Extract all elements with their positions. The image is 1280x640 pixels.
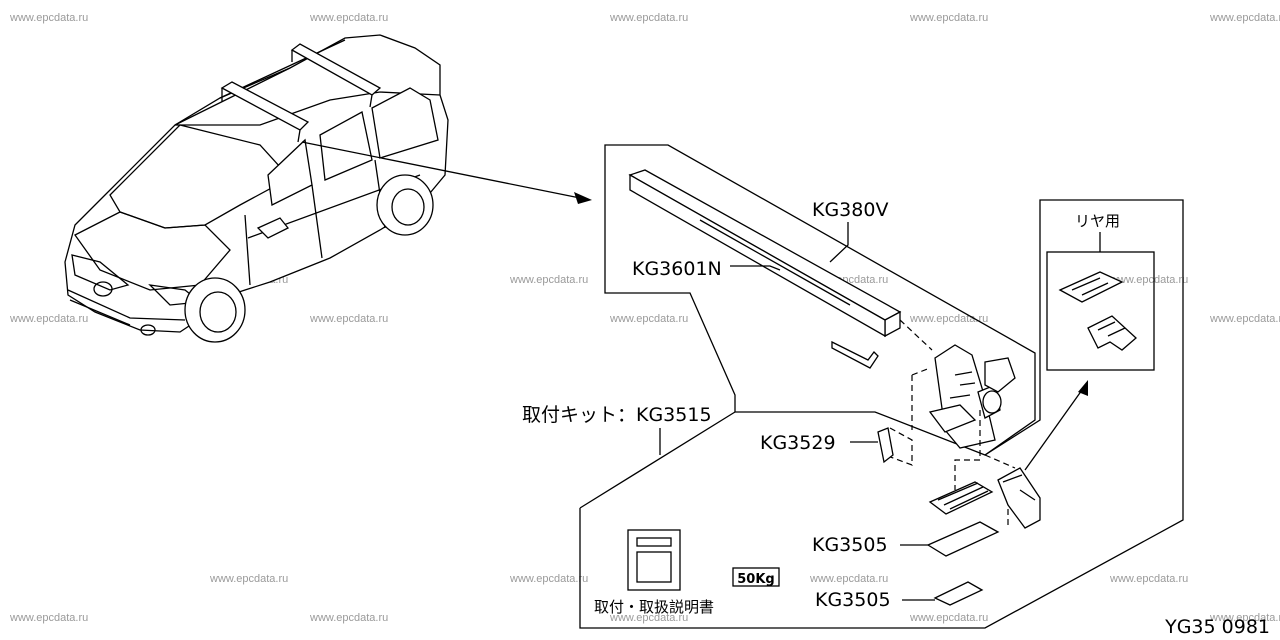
rear-use-arrowhead [1078, 380, 1088, 396]
car-emblem [93, 281, 113, 297]
watermark: www.epcdata.ru [1209, 12, 1280, 24]
car-quarter-window [371, 87, 439, 159]
part-label-kg3505-b: KG3505 [815, 589, 891, 611]
assembly-dash-kg3529 [884, 427, 913, 466]
diagram-code: YG35 0981 [1164, 616, 1270, 638]
adhesive-sheet-kg3505-a [926, 521, 1000, 557]
rubber-pad-ribs [937, 482, 989, 510]
detail-main-panel [604, 144, 1036, 456]
bracket-base-pad [928, 404, 977, 433]
kg3601n-leader [730, 265, 781, 271]
watermark: www.epcdata.ru [9, 612, 88, 624]
watermark: www.epcdata.ru [9, 313, 88, 325]
bracket-detail-line [949, 371, 976, 399]
car-bumper [67, 289, 186, 326]
car-illustration [64, 34, 449, 343]
car-rear-wheel-hub [391, 188, 425, 226]
watermark: www.epcdata.ru [1109, 573, 1188, 585]
rear-use-arrow-line [1024, 389, 1083, 471]
part-label-kg3601n: KG3601N [632, 258, 722, 280]
watermark: www.epcdata.ru [809, 573, 888, 585]
watermark: www.epcdata.ru [1109, 274, 1188, 286]
part-label-rear-use: リヤ用 [1075, 212, 1120, 230]
roof-bar-kg380v [628, 169, 902, 321]
watermark: www.epcdata.ru [909, 12, 988, 24]
watermark: www.epcdata.ru [609, 313, 688, 325]
part-label-kg3529: KG3529 [760, 432, 836, 454]
part-label-manual: 取付・取扱説明書 [594, 598, 714, 616]
watermark: www.epcdata.ru [509, 573, 588, 585]
rear-use-pad [1058, 271, 1124, 303]
rear-use-bracket [1087, 315, 1137, 351]
car-rear-wheel [376, 174, 434, 236]
leader-arrowhead [574, 192, 592, 204]
car-roof-rack-front-bar [220, 81, 310, 131]
foot-bracket-assembly [928, 344, 1016, 449]
watermark: www.epcdata.ru [509, 274, 588, 286]
roof-bar-front-face [629, 173, 886, 338]
part-label-kg3505-a: KG3505 [812, 534, 888, 556]
rear-foot-bracket [997, 467, 1041, 529]
kg380v-leader [829, 222, 849, 263]
rear-foot-detail [1002, 474, 1036, 501]
rear-use-pad-detail [1071, 277, 1109, 296]
adhesive-sheet-kg3505-b [933, 581, 984, 606]
car-roof-rack-feet [221, 50, 373, 143]
manual-booklet [627, 529, 681, 591]
load-sticker-text: 50Kg [737, 572, 774, 587]
load-sticker [732, 567, 780, 587]
watermark: www.epcdata.ru [309, 12, 388, 24]
clip-kg3529 [877, 427, 894, 464]
part-label-kg380v: KG380V [812, 199, 888, 221]
rear-use-bracket-detail [1097, 321, 1126, 337]
car-fog-light [140, 324, 156, 336]
car-door-line [244, 159, 421, 286]
rear-use-inset-panel [1046, 251, 1155, 371]
manual-cover-title [636, 537, 672, 547]
car-roof-rack-rear-bar [290, 43, 382, 96]
mount-kit-panel [579, 199, 1184, 629]
watermark: www.epcdata.ru [909, 313, 988, 325]
watermark: www.epcdata.ru [609, 612, 688, 624]
bracket-end-cap [984, 357, 1016, 393]
part-label-mount-kit: 取付キット：KG3515 [522, 404, 712, 426]
bracket-knob-cap [982, 390, 1002, 414]
hex-wrench [831, 340, 879, 369]
car-rear-side-window [319, 111, 373, 181]
assembly-dash-bar-to-bracket [899, 319, 933, 351]
watermark: www.epcdata.ru [209, 573, 288, 585]
car-hood [74, 211, 231, 291]
watermark-layer: www.epcdata.ru www.epcdata.ru www.epcdat… [9, 12, 1280, 624]
watermark: www.epcdata.ru [1209, 612, 1280, 624]
car-mirror [256, 217, 290, 239]
watermark: www.epcdata.ru [909, 612, 988, 624]
watermark: www.epcdata.ru [309, 612, 388, 624]
watermark: www.epcdata.ru [9, 12, 88, 24]
watermark: www.epcdata.ru [309, 313, 388, 325]
car-front-wheel-hub [199, 291, 237, 333]
watermark: www.epcdata.ru [609, 12, 688, 24]
manual-cover-panel [636, 551, 672, 583]
assembly-dash-bracket-box [911, 367, 981, 490]
watermark: www.epcdata.ru [1209, 313, 1280, 325]
roof-bar-inner-strip [699, 219, 851, 306]
car-to-detail-leader [301, 141, 581, 199]
